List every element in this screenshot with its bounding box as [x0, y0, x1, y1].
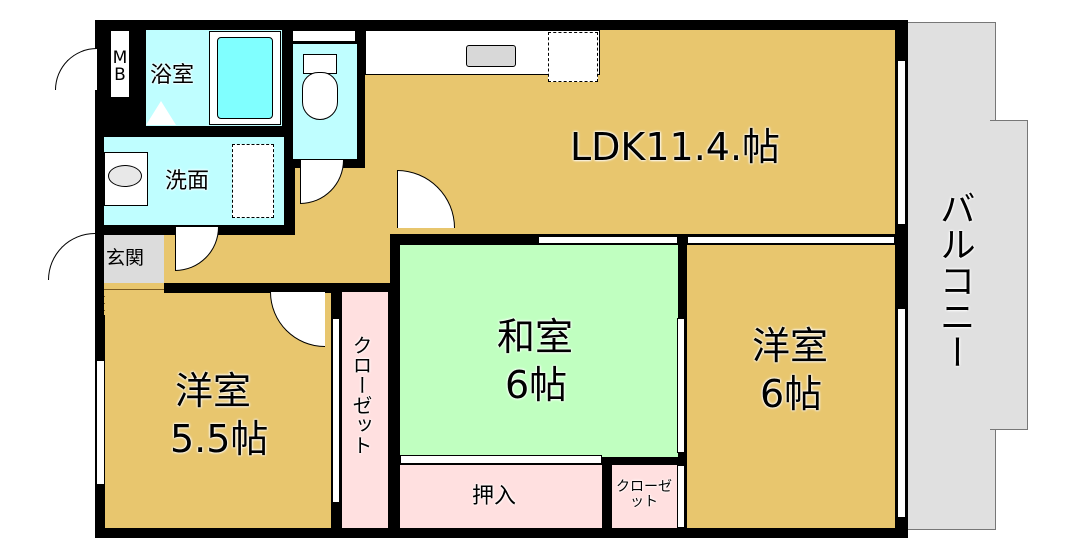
- bathtub-basin: [217, 37, 273, 119]
- entrance-label: 玄関: [106, 247, 145, 269]
- balcony-rail: [990, 120, 1028, 430]
- mb-door[interactable]: [55, 48, 97, 90]
- ldk-window: [897, 60, 906, 225]
- range-hood: [548, 32, 598, 82]
- japanese-room: [400, 245, 678, 457]
- toilet-window: [292, 30, 356, 42]
- japanese-room-size: 6帖: [505, 363, 568, 407]
- kitchen-sink: [466, 45, 516, 67]
- western-room-right-window: [897, 308, 906, 518]
- washroom-label: 洗面: [165, 169, 210, 194]
- western-room-left-window: [96, 360, 105, 485]
- closet-vertical: [342, 292, 388, 528]
- oshiire-sliding-door[interactable]: [400, 455, 602, 464]
- japanese-room-sliding-door[interactable]: [538, 236, 678, 244]
- balcony-label: バルコニー: [933, 190, 975, 370]
- closet-vertical-label: クローゼット: [349, 335, 373, 455]
- bath-label: 浴室: [150, 63, 195, 88]
- closet-vertical-door[interactable]: [332, 318, 340, 503]
- japanese-room-name: 和室: [497, 315, 574, 359]
- western-room-right-door[interactable]: [687, 236, 895, 244]
- oshiire-label: 押入: [472, 484, 517, 509]
- japanese-room-side-door[interactable]: [677, 318, 685, 453]
- small-closet-door[interactable]: [677, 465, 685, 528]
- meter-box: [110, 30, 130, 98]
- ldk-label: LDK11.4.帖: [570, 125, 781, 169]
- balcony: [906, 22, 996, 530]
- western-room-right: [687, 245, 895, 528]
- small-closet: [612, 465, 677, 528]
- western-room-left-size: 5.5帖: [170, 417, 269, 461]
- washing-machine-space: [232, 144, 274, 218]
- mb-label: MB: [112, 48, 128, 85]
- basin-bowl-icon: [108, 165, 142, 187]
- toilet-bowl-icon: [302, 72, 338, 120]
- entrance-door[interactable]: [48, 233, 95, 280]
- bath-door-triangle: [146, 101, 176, 125]
- western-room-left-name: 洋室: [175, 369, 252, 413]
- toilet-tank[interactable]: [303, 54, 337, 74]
- entrance: [104, 235, 164, 283]
- western-room-right-name: 洋室: [752, 324, 829, 368]
- small-closet-label: クローゼット: [616, 479, 672, 510]
- western-room-right-size: 6帖: [760, 372, 823, 416]
- oshiire: [400, 465, 602, 528]
